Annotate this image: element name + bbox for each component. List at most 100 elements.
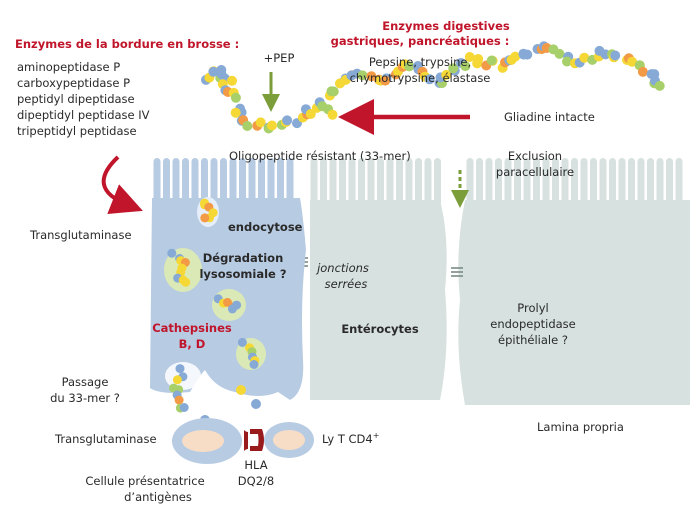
hla-receptor: [244, 430, 248, 451]
peptide-bead: [282, 115, 293, 126]
peptide-bead: [328, 86, 339, 97]
peptide-bead: [227, 304, 237, 314]
tight-junctions-label: serrées: [325, 277, 368, 291]
peptide-bead: [448, 63, 459, 74]
degradation-label: Dégradation: [203, 251, 284, 265]
transglutaminase-bottom-label: Transglutaminase: [54, 432, 157, 446]
microvillus: [182, 158, 189, 204]
peptide-bead: [486, 55, 497, 66]
microvillus: [320, 158, 327, 206]
brush-enzyme: aminopeptidase P: [17, 60, 120, 74]
microvillus: [552, 158, 559, 206]
microvillus: [637, 158, 645, 206]
peptide-bead: [562, 56, 572, 67]
peptide-bead: [255, 117, 266, 128]
peptide-bead: [216, 65, 227, 75]
peptide-bead: [327, 109, 338, 120]
brush-enzyme: dipeptidyl peptidase IV: [17, 108, 150, 122]
microvilli-grey-middle: [310, 158, 441, 206]
peptide-bead: [366, 71, 377, 82]
t-cell-label-sup: +: [373, 431, 380, 440]
microvillus: [675, 158, 683, 206]
peptide-bead: [404, 61, 415, 72]
microvillus: [163, 158, 170, 204]
microvillus: [590, 158, 597, 206]
digestive-enzymes-title: gastriques, pancréatiques :: [331, 34, 510, 48]
peptide-bead: [174, 395, 184, 405]
brush-enzyme: carboxypeptidase P: [17, 76, 130, 90]
microvillus: [609, 158, 616, 206]
prolyl-label: Prolyl: [517, 301, 548, 315]
peptide-bead: [230, 92, 241, 103]
lamina-propria-label: Lamina propria: [537, 420, 624, 434]
apc-label: d’antigènes: [124, 490, 192, 504]
enterocyte-grey-right: [458, 200, 690, 405]
peptide-bead: [237, 337, 247, 347]
microvillus: [618, 158, 626, 206]
peptide-bead: [200, 213, 210, 223]
peptide-bead: [579, 52, 590, 63]
prolyl-label: épithéliale ?: [498, 333, 568, 347]
peptide-bead: [472, 58, 483, 69]
digestive-enzymes-title: Enzymes digestives: [382, 19, 510, 33]
oligopeptide-label: Oligopeptide résistant (33-mer): [229, 149, 411, 163]
exclusion-label: Exclusion: [508, 149, 562, 163]
peptide-bead: [510, 51, 521, 62]
peptide-bead: [305, 109, 316, 119]
peptide-bead: [175, 364, 185, 374]
brush-border-curved-arrow: [101, 155, 143, 214]
microvillus: [277, 158, 284, 204]
peptide-bead: [654, 80, 665, 91]
peptide-bead: [627, 56, 638, 67]
microvillus: [239, 158, 246, 204]
enterocytes-label: Entérocytes: [341, 322, 419, 336]
brush-enzyme: peptidyl dipeptidase: [17, 92, 135, 106]
peptide-bead: [357, 70, 368, 81]
passage-label: du 33-mer ?: [50, 391, 120, 405]
microvillus: [533, 158, 540, 206]
microvillus: [377, 158, 384, 206]
microvillus: [367, 158, 375, 206]
microvillus: [424, 158, 432, 206]
peptide-bead: [380, 75, 391, 86]
microvillus: [267, 158, 275, 204]
microvillus: [628, 158, 635, 206]
t-cell-label-main: Ly T CD4: [322, 432, 373, 446]
microvillus: [405, 158, 413, 206]
apc-label: Cellule présentatrice: [85, 474, 204, 488]
microvillus: [504, 158, 512, 206]
peptide-bead: [181, 277, 191, 287]
microvillus: [466, 158, 474, 206]
peptide-bead: [637, 66, 648, 77]
microvillus: [220, 158, 227, 204]
brush-enzyme-list: aminopeptidase P carboxypeptidase P pept…: [17, 60, 150, 138]
brush-enzyme: tripeptidyl peptidase: [17, 124, 137, 138]
microvillus: [286, 158, 294, 204]
digestive-enzymes-list: chymotrypsine, élastase: [350, 71, 491, 85]
apc-nucleus: [182, 430, 224, 452]
microvillus: [571, 158, 578, 206]
t-cell-nucleus: [273, 430, 305, 450]
gliadin-label: Gliadine intacte: [504, 110, 595, 124]
microvillus: [580, 158, 588, 206]
microvillus: [523, 158, 531, 206]
peptide-bead: [554, 48, 565, 59]
microvillus: [358, 158, 365, 206]
microvillus: [542, 158, 550, 206]
peptide-bead: [267, 120, 277, 131]
passage-label: Passage: [62, 375, 109, 389]
hla-label: HLA: [244, 458, 267, 472]
microvillus: [210, 158, 218, 204]
peptide-bead: [242, 121, 253, 131]
microvillus: [514, 158, 521, 206]
t-cell-label: Ly T CD4+: [322, 431, 379, 446]
transglutaminase-top-label: Transglutaminase: [29, 228, 132, 242]
microvillus: [229, 158, 237, 204]
peptide-bead: [251, 399, 261, 409]
microvillus: [386, 158, 394, 206]
peptide-bead: [464, 52, 475, 62]
peptide-bead: [208, 66, 219, 77]
peptide-bead: [179, 403, 189, 412]
